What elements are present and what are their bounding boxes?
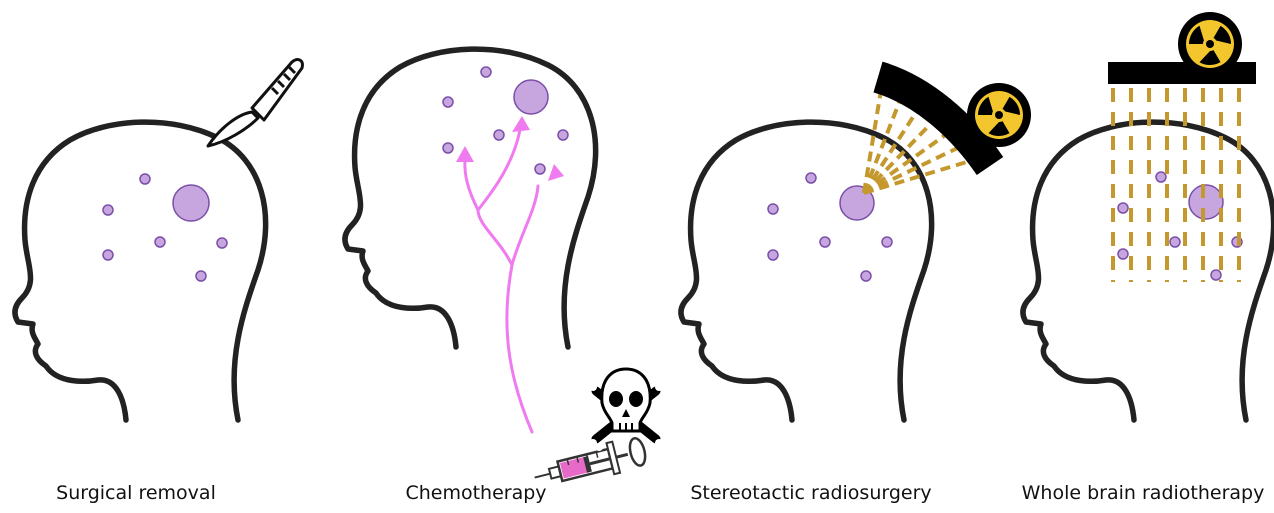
lesion bbox=[155, 237, 165, 247]
lesion bbox=[1211, 270, 1221, 280]
lesion bbox=[443, 97, 453, 107]
lesion bbox=[1156, 172, 1166, 182]
parallel-beams bbox=[1113, 88, 1239, 282]
lesion bbox=[196, 271, 206, 281]
lesion bbox=[494, 130, 504, 140]
lesion bbox=[861, 271, 871, 281]
lesion bbox=[806, 173, 816, 183]
skull-crossbones-icon bbox=[589, 369, 663, 451]
radiation-icon bbox=[1178, 12, 1242, 76]
lesion bbox=[768, 250, 778, 260]
lesion bbox=[481, 67, 491, 77]
lesion bbox=[443, 143, 453, 153]
brain-lesions bbox=[103, 174, 227, 281]
head-outline bbox=[15, 122, 266, 420]
large-lesion bbox=[173, 185, 209, 221]
panel-whole-brain-radiotherapy bbox=[1023, 12, 1274, 420]
lesion bbox=[1170, 237, 1180, 247]
panel-chemotherapy bbox=[345, 49, 663, 493]
lesion bbox=[140, 174, 150, 184]
brain-lesions bbox=[1118, 172, 1242, 280]
caption-surgical-removal: Surgical removal bbox=[56, 482, 216, 504]
caption-stereotactic-radiosurgery: Stereotactic radiosurgery bbox=[690, 482, 931, 504]
scalpel-icon bbox=[208, 60, 302, 146]
lesion bbox=[1118, 249, 1128, 259]
panel-surgical-removal bbox=[15, 60, 302, 420]
lesion bbox=[820, 237, 830, 247]
large-lesion bbox=[1189, 185, 1223, 219]
lesion bbox=[103, 250, 113, 260]
brain-lesions bbox=[768, 173, 892, 281]
caption-chemotherapy: Chemotherapy bbox=[405, 482, 546, 504]
panel-stereotactic-radiosurgery bbox=[681, 77, 1031, 420]
lesion bbox=[535, 164, 545, 174]
lesion bbox=[768, 204, 778, 214]
lesion bbox=[1118, 203, 1128, 213]
lesion bbox=[558, 130, 568, 140]
caption-whole-brain-radiotherapy: Whole brain radiotherapy bbox=[1022, 482, 1265, 504]
lesion bbox=[217, 238, 227, 248]
head-outline bbox=[681, 122, 932, 420]
radiation-icon bbox=[967, 83, 1031, 147]
drug-pathways bbox=[465, 130, 538, 432]
lesion bbox=[103, 205, 113, 215]
lesion bbox=[882, 237, 892, 247]
drug-arrowheads bbox=[456, 116, 564, 181]
large-lesion bbox=[514, 80, 548, 114]
head-outline bbox=[345, 49, 596, 347]
